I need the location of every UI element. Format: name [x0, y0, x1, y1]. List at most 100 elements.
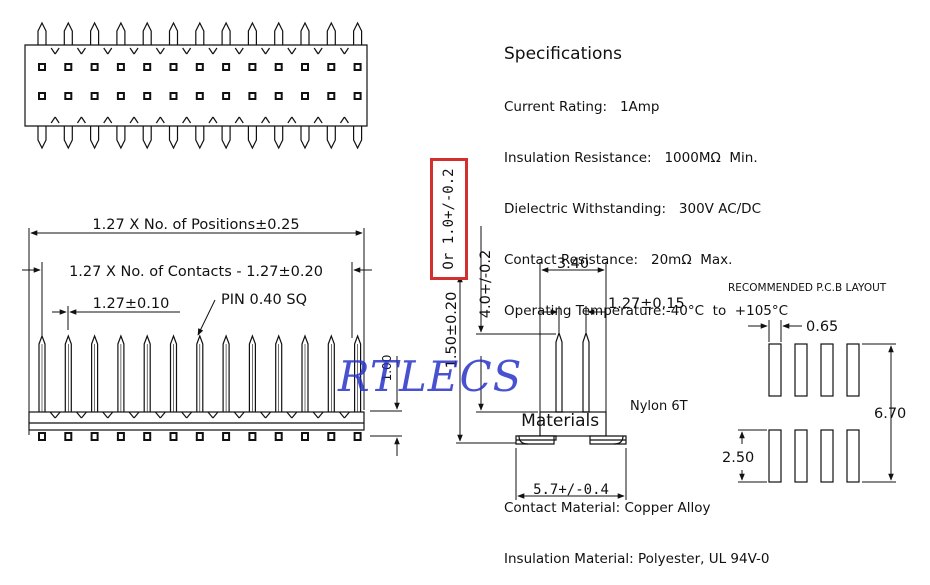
housing-notch [287, 116, 293, 124]
front-pin [91, 334, 99, 412]
top-pin-square [301, 63, 309, 71]
front-pin [64, 334, 72, 412]
top-pin-square [169, 63, 178, 71]
pin-size-label: PIN 0.40 SQ [221, 292, 307, 308]
dim-pad-length-label: 2.50 [722, 450, 754, 466]
top-pin-tail [300, 21, 310, 45]
front-pin-tip [222, 432, 231, 441]
front-housing-notch [286, 411, 293, 419]
front-pin [248, 334, 256, 412]
front-housing-notch [54, 411, 61, 419]
housing-notch [80, 116, 86, 124]
top-pin-tail [116, 21, 126, 45]
housing-notch [50, 116, 56, 124]
top-pin-tail [221, 126, 231, 150]
housing-notch [238, 47, 244, 55]
front-view-dimensions [22, 228, 402, 456]
front-housing-notch [107, 411, 114, 419]
specifications-block: Specifications Current Rating: 1Amp Insu… [504, 10, 788, 585]
housing-notch [208, 47, 214, 55]
dim-pitch-label: 1.27±0.10 [93, 296, 170, 312]
top-pin-tail [353, 126, 363, 150]
spec-line: Contact Resistance: 20mΩ Max. [504, 252, 733, 268]
front-pin-tip [116, 432, 125, 441]
pcb-pad [846, 343, 860, 397]
housing-notch [103, 116, 109, 124]
top-pin-tail [37, 126, 47, 150]
housing-notch [313, 47, 319, 55]
front-housing-notch [159, 411, 166, 419]
front-pin [143, 334, 151, 412]
housing-notch [186, 116, 192, 124]
top-pin-square [116, 63, 125, 71]
top-view-housing [24, 44, 368, 127]
dim-overall-height-label: 1.50±0.20 [444, 292, 460, 369]
housing-notch [80, 47, 86, 55]
pcb-layout [768, 343, 860, 483]
pcb-pad [846, 429, 860, 483]
top-pin-square [143, 92, 152, 100]
front-pin-tip [195, 432, 204, 441]
top-pin-tail [274, 126, 284, 150]
dim-height-small-label: 1.00 [380, 355, 394, 382]
top-pin-square [222, 92, 231, 100]
front-pin [117, 334, 125, 412]
housing-notch [103, 47, 109, 55]
front-housing-notch [186, 411, 193, 419]
top-pin-tail [195, 126, 205, 150]
materials-heading: Materials [521, 411, 600, 431]
pcb-pad [820, 343, 834, 397]
alternate-dimension-note: Or 1.0+/-0.2 [430, 158, 468, 280]
top-pin-square [222, 63, 231, 71]
housing-notch [50, 47, 56, 55]
front-pin-tip [38, 432, 46, 441]
housing-notch [291, 47, 297, 55]
front-view [28, 334, 365, 441]
front-pin [301, 334, 309, 412]
connector-drawing: 1.27 X No. of Positions±0.25 1.27 X No. … [22, 21, 906, 500]
front-housing-notch [133, 411, 140, 419]
top-pin-square [274, 63, 283, 71]
top-pin-square [64, 63, 73, 71]
top-pin-square [38, 92, 46, 100]
top-pin-square [90, 92, 99, 100]
top-pin-square [38, 63, 46, 71]
top-pin-tail [300, 126, 310, 150]
dim-contacts-label: 1.27 X No. of Contacts - 1.27±0.20 [69, 264, 323, 280]
top-pin-tail [195, 21, 205, 45]
front-housing-notch [80, 411, 87, 419]
top-pin-tail [63, 126, 73, 150]
top-pin-tail [63, 21, 73, 45]
top-pin-tail [326, 21, 336, 45]
housing-notch [186, 47, 192, 55]
top-pin-square [195, 92, 204, 100]
top-pin-tail [142, 21, 152, 45]
top-pin-tail [168, 126, 179, 150]
housing-notch [54, 116, 60, 124]
front-housing-notch [212, 411, 219, 419]
dim-tail-label: 4.0+/-0.2 [478, 250, 494, 318]
specifications-heading: Specifications [504, 44, 623, 64]
top-pin-tail [274, 21, 284, 45]
front-pin-tip [327, 432, 336, 441]
spec-line: Current Rating: 1Amp [504, 99, 660, 115]
alternate-dimension-text: Or 1.0+/-0.2 [441, 168, 457, 270]
top-pin-square [90, 63, 99, 71]
top-pin-tail [247, 126, 257, 150]
housing-notch [182, 116, 188, 124]
dim-bottom-label: 5.7+/-0.4 [533, 482, 609, 498]
pcb-pad [768, 429, 782, 483]
dim-positions-label: 1.27 X No. of Positions±0.25 [92, 217, 299, 233]
spec-line: Dielectric Withstanding: 300V AC/DC [504, 201, 762, 217]
housing-notch [129, 116, 135, 124]
top-pin-tail [37, 21, 47, 45]
side-view-dimensions [456, 226, 627, 500]
housing-notch [155, 116, 161, 124]
housing-notch [238, 116, 244, 124]
top-pin-square [301, 92, 309, 100]
housing-notch [54, 47, 60, 55]
front-pin [222, 334, 230, 412]
housing-notch [234, 47, 240, 55]
front-pin-tip [90, 432, 99, 441]
front-pin [196, 334, 204, 412]
